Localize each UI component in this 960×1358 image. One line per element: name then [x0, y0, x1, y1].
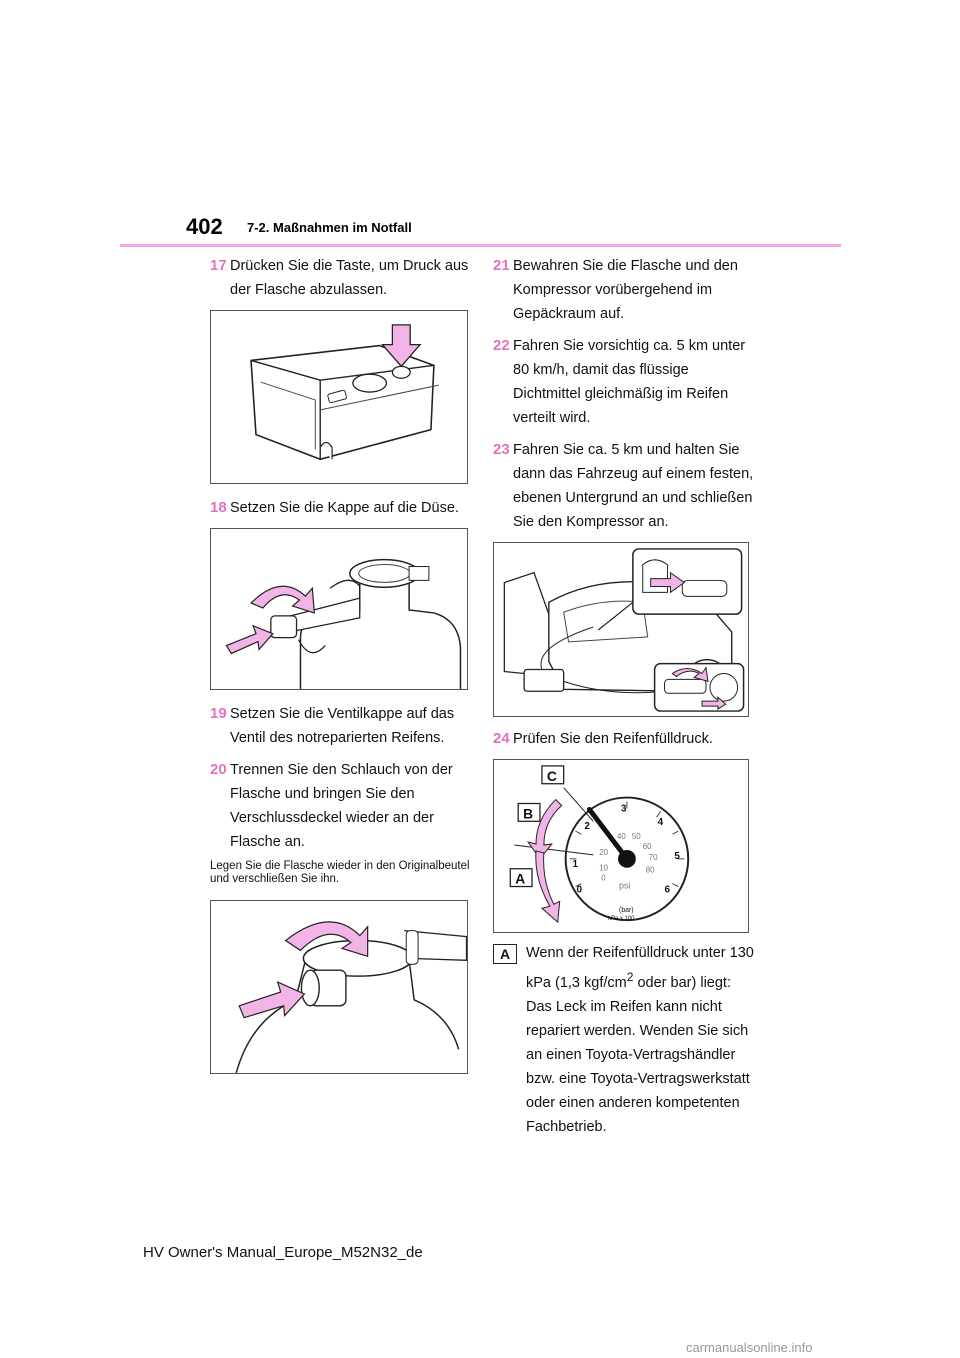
car-compressor-figure [493, 542, 749, 717]
step-number: 23 [493, 441, 510, 458]
step-text: Setzen Sie die Kappe auf die Düse. [230, 500, 459, 516]
callout-a-kpa: kPa (1,3 kgf/cm [526, 974, 627, 991]
callout-a-box: A [493, 944, 517, 964]
callout-a-text: Wenn der Reifenfülldruck unter 130 kPa (… [526, 941, 755, 1139]
step-text: Trennen Sie den Schlauch von der Flasche… [230, 762, 453, 850]
kpa-unit-label: kPa x 100 [608, 916, 635, 922]
callout-a-line1: Wenn der Reifenfülldruck unter 130 [526, 945, 754, 961]
callout-a-description: A Wenn der Reifenfülldruck unter 130 kPa… [493, 941, 755, 1139]
step-21: 21 Bewahren Sie die Flasche und den Komp… [493, 254, 755, 326]
step-17: 17 Drücken Sie die Taste, um Druck aus d… [210, 254, 472, 302]
compressor-figure [210, 310, 468, 484]
bar-tick-label: 6 [664, 884, 670, 895]
step-number: 22 [493, 337, 510, 354]
bottle-cap-figure [210, 528, 468, 690]
step-number: 21 [493, 257, 510, 274]
callout-a-after: oder bar) liegt: [633, 974, 731, 991]
bar-unit-label: (bar) [619, 907, 634, 914]
step-22: 22 Fahren Sie vorsichtig ca. 5 km unter … [493, 334, 755, 430]
step-text: Fahren Sie vorsichtig ca. 5 km unter 80 … [513, 338, 746, 426]
bar-tick-label: 2 [584, 821, 590, 832]
step-19: 19 Setzen Sie die Ventilkappe auf das Ve… [210, 702, 472, 750]
note-text: Legen Sie die Flasche wieder in den Orig… [210, 860, 470, 885]
psi-tick-label: 0 [601, 874, 606, 883]
callout-b-label: B [523, 805, 533, 821]
step-text: Fahren Sie ca. 5 km und halten Sie dann … [513, 442, 754, 530]
step-number: 19 [210, 705, 227, 722]
header-rule [120, 244, 841, 247]
left-column: 17 Drücken Sie die Taste, um Druck aus d… [210, 254, 472, 1074]
callout-a-rest: Das Leck im Reifen kann nicht repariert … [526, 998, 750, 1135]
callout-c-label: C [547, 768, 557, 784]
psi-tick-label: 60 [643, 842, 652, 851]
bar-tick-label: 3 [621, 803, 627, 814]
psi-tick-label: 10 [599, 864, 608, 873]
callout-a-label: A [515, 871, 525, 887]
step-number: 24 [493, 730, 510, 747]
bar-tick-label: 4 [658, 817, 664, 828]
step-18: 18 Setzen Sie die Kappe auf die Düse. [210, 496, 472, 520]
step-23: 23 Fahren Sie ca. 5 km und halten Sie da… [493, 438, 755, 534]
step-text: Setzen Sie die Ventilkappe auf das Venti… [230, 706, 455, 746]
bottle-lid-figure [210, 900, 468, 1074]
psi-tick-label: 20 [599, 848, 608, 857]
bar-tick-label: 5 [674, 851, 680, 862]
step-20: 20 Trennen Sie den Schlauch von der Flas… [210, 758, 472, 854]
psi-tick-label: 80 [646, 866, 655, 875]
footer-manual-id: HV Owner's Manual_Europe_M52N32_de [143, 1244, 423, 1261]
step-text: Prüfen Sie den Reifenfülldruck. [513, 731, 713, 747]
pressure-gauge-figure: 0 1 2 3 4 5 6 0 10 20 40 50 60 70 80 psi… [493, 759, 749, 933]
watermark: carmanualsonline.info [686, 1340, 813, 1355]
step-text: Drücken Sie die Taste, um Druck aus der … [230, 258, 469, 298]
step-number: 18 [210, 499, 227, 516]
step-text: Bewahren Sie die Flasche und den Kompres… [513, 258, 738, 322]
psi-tick-label: 50 [632, 832, 641, 841]
step-24: 24 Prüfen Sie den Reifenfülldruck. [493, 727, 755, 751]
right-column: 21 Bewahren Sie die Flasche und den Komp… [493, 254, 755, 1139]
bar-tick-label: 0 [577, 884, 583, 895]
psi-unit-label: psi [619, 881, 630, 891]
bar-tick-label: 1 [573, 859, 579, 870]
step-number: 17 [210, 257, 227, 274]
step-number: 20 [210, 761, 227, 778]
callout-a-sup: 2 [626, 970, 634, 984]
page-number: 402 [186, 214, 223, 239]
section-title: 7-2. Maßnahmen im Notfall [247, 220, 412, 235]
psi-tick-label: 40 [617, 832, 626, 841]
psi-tick-label: 70 [649, 853, 658, 862]
